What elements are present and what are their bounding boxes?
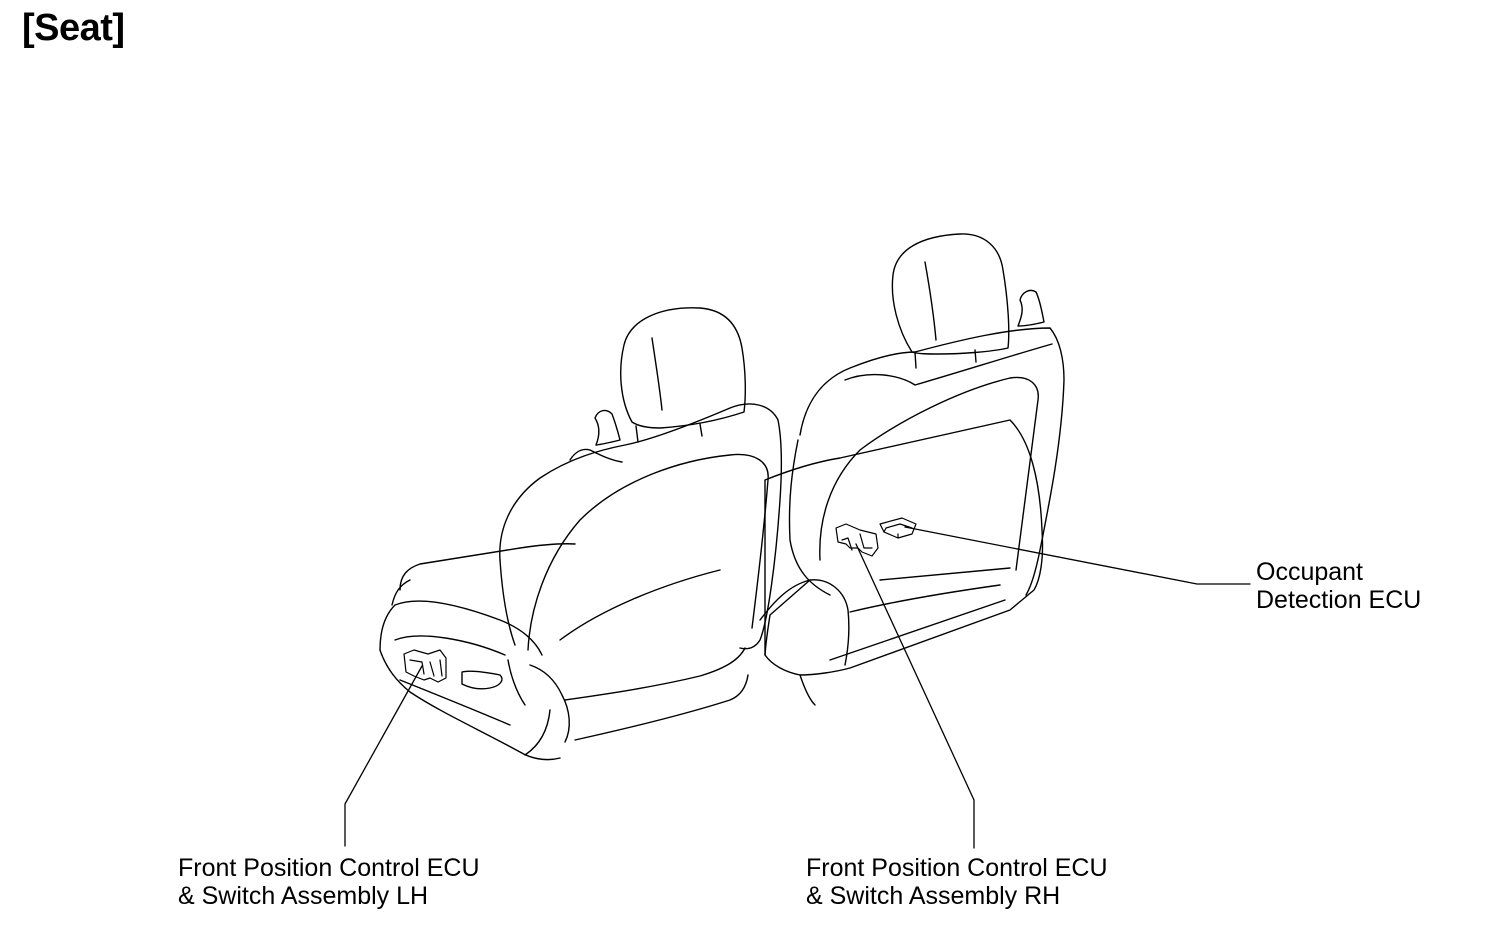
callout-lh-line1: Front Position Control ECU <box>178 854 480 882</box>
callout-label-rh: Front Position Control ECU & Switch Asse… <box>806 854 1108 910</box>
leader-line-lh <box>344 665 423 847</box>
seat-lh <box>379 307 783 761</box>
leader-lines <box>344 526 1251 849</box>
callout-label-occupant: Occupant Detection ECU <box>1256 558 1421 614</box>
seat-rh <box>759 233 1065 706</box>
leader-line-rh <box>855 543 975 849</box>
callout-occupant-line1: Occupant <box>1256 558 1364 586</box>
switch-assembly-lh <box>403 649 447 683</box>
page-title: [Seat] <box>22 7 125 49</box>
switch-assembly-rh <box>835 523 879 557</box>
leader-line-occupant <box>904 526 1251 585</box>
callout-rh-line2: & Switch Assembly RH <box>806 882 1061 910</box>
callout-rh-line1: Front Position Control ECU <box>806 854 1108 882</box>
occupant-detection-ecu <box>879 517 917 539</box>
callout-occupant-line2: Detection ECU <box>1256 586 1422 614</box>
callout-lh-line2: & Switch Assembly LH <box>178 882 429 910</box>
callout-label-lh: Front Position Control ECU & Switch Asse… <box>178 854 480 910</box>
